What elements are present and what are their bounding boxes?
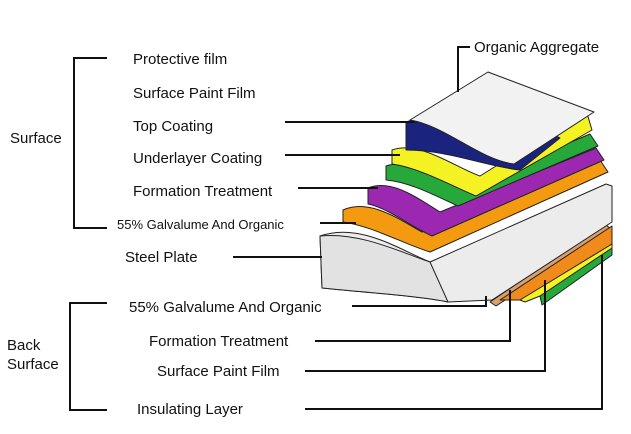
label-steel-plate: Steel Plate (125, 249, 198, 266)
leader-back-formation (315, 290, 511, 342)
label-underlayer-coating: Underlayer Coating (133, 150, 262, 167)
layer-protective-film (409, 71, 595, 165)
label-top-coating: Top Coating (133, 118, 213, 135)
layer-stack (319, 71, 613, 307)
label-back-group-line2: Surface (7, 356, 59, 373)
back-galvalume-organic (499, 225, 613, 301)
steel-plate-front-face (319, 234, 449, 303)
leader-back-paint-film (305, 280, 546, 372)
label-formation-treatment: Formation Treatment (133, 183, 273, 200)
layer-formation-treatment (367, 147, 605, 237)
label-surface-group: Surface (10, 130, 62, 147)
label-galvalume-organic: 55% Galvalume And Organic (117, 217, 284, 232)
surface-bracket (73, 57, 107, 229)
label-back-formation: Formation Treatment (149, 333, 289, 350)
label-insulating-layer: Insulating Layer (137, 401, 243, 418)
leader-lines (233, 46, 603, 410)
layer-galvalume-organic (342, 159, 609, 253)
label-back-group-line1: Back (7, 337, 41, 354)
back-surface-bracket (69, 302, 107, 411)
label-back-galvalume: 55% Galvalume And Organic (129, 299, 322, 316)
label-organic-aggregate: Organic Aggregate (474, 39, 599, 56)
leader-insulating-layer (305, 255, 603, 410)
label-protective-film: Protective film (133, 51, 227, 68)
leader-back-galvalume (352, 296, 487, 307)
labels: Organic Aggregate Surface Back Surface P… (7, 39, 599, 418)
label-surface-paint-film: Surface Paint Film (133, 85, 256, 102)
label-back-paint-film: Surface Paint Film (157, 363, 280, 380)
leader-organic-aggregate (457, 46, 470, 92)
